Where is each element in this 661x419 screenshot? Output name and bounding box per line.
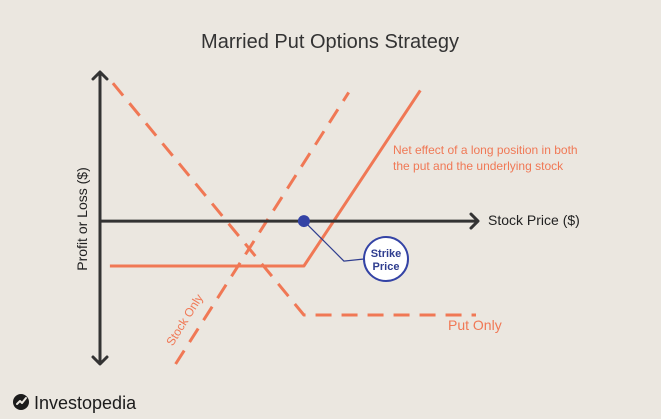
series-line-1 [109,89,422,268]
strike-price-badge [363,236,409,282]
chart-title: Married Put Options Strategy [201,31,459,53]
put-only-label: Put Only [448,317,502,333]
strike-label-line1: Strike [371,248,402,260]
y-axis-arrow-bottom [91,355,109,366]
net-effect-label-line2: the put and the underlying stock [393,159,564,173]
net-effect-label-line1: Net effect of a long position in both [393,143,578,157]
series-line-3 [111,82,476,317]
y-axis-arrow-top [91,70,109,81]
strike-leader-line [303,220,365,262]
investopedia-logo-icon [13,394,29,410]
strike-point [297,215,310,228]
brand-name: Investopedia [34,393,137,413]
x-axis-label: Stock Price ($) [488,212,580,228]
series-layer [109,82,476,365]
x-axis-arrow [469,212,480,230]
y-axis-label: Profit or Loss ($) [74,167,90,270]
stock-only-label: Stock Only [163,292,206,349]
series-line-2 [174,91,350,365]
strike-label-line2: Price [373,261,400,273]
